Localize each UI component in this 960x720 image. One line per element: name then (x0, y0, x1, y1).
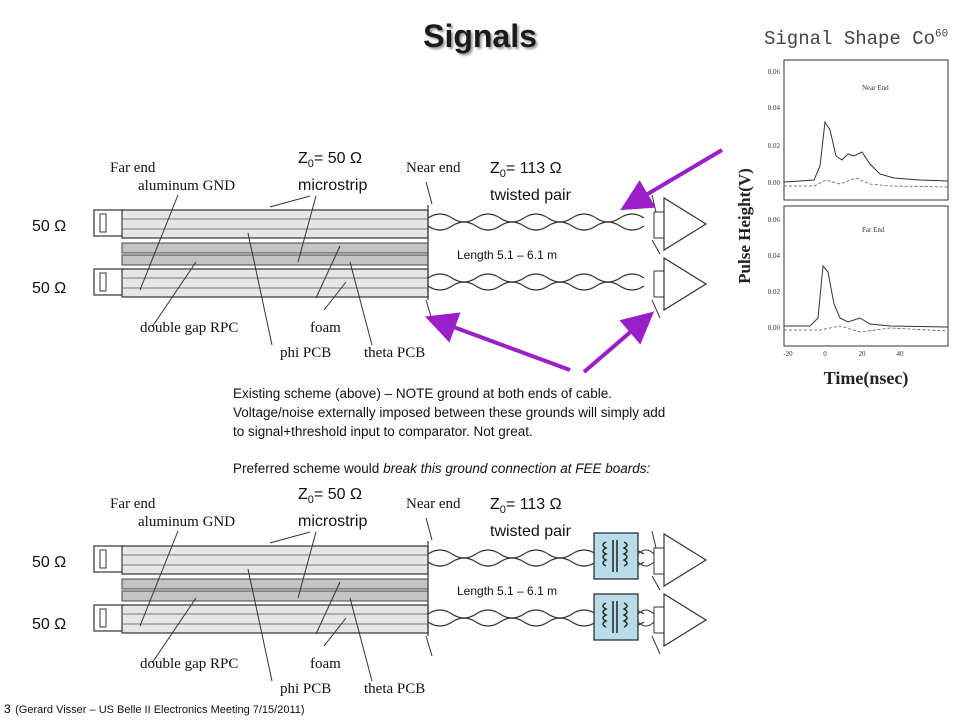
bottom-theta-pcb-label: theta PCB (364, 681, 426, 697)
plot-top-ytick-3: 0.00 (768, 179, 781, 187)
plot-bottom-ytick-3: 0.00 (768, 324, 781, 332)
plot-bottom-ytick-0: 0.06 (768, 216, 781, 224)
signal-shape-plot: Pulse Height(V) Near End 0.06 0.04 0.02 … (735, 59, 949, 389)
arrow-note-to-receiver-ground (582, 311, 655, 374)
arrow-plot-to-receiver (620, 148, 724, 211)
plot-xtick-0: -20 (783, 350, 793, 358)
bottom-term-50-upper: 50 Ω (32, 554, 67, 571)
top-term-50-upper: 50 Ω (32, 218, 67, 235)
note-line-1: Existing scheme (above) – NOTE ground at… (233, 386, 612, 401)
plot-near-end-label: Near End (862, 84, 889, 92)
top-phi-pcb-label: phi PCB (280, 345, 332, 361)
page-title: Signals (423, 18, 537, 54)
top-aluminum-gnd-label: aluminum GND (138, 178, 236, 194)
bottom-foam-label: foam (310, 656, 341, 672)
top-far-end-label: Far end (110, 160, 156, 176)
bottom-aluminum-gnd-label: aluminum GND (138, 514, 236, 530)
top-near-end-label: Near end (406, 160, 461, 176)
bottom-far-end-label: Far end (110, 496, 156, 512)
top-z-twisted: Z0= 113 Ω twisted pair (490, 160, 571, 205)
plot-far-end-label: Far End (862, 226, 885, 234)
top-z-microstrip: Z0= 50 Ω microstrip (298, 150, 368, 195)
plot-xlabel: Time(nsec) (824, 368, 909, 389)
plot-top-ytick-1: 0.04 (768, 104, 781, 112)
top-term-50-lower: 50 Ω (32, 280, 67, 297)
note-line-2: Voltage/noise externally imposed between… (233, 405, 666, 420)
plot-title: Signal Shape Co60 (764, 28, 949, 50)
bottom-phi-pcb-label: phi PCB (280, 681, 332, 697)
bottom-rpc-label: double gap RPC (140, 656, 239, 672)
bottom-z-twisted: Z0= 113 Ω twisted pair (490, 496, 571, 541)
page-number: 3 (4, 702, 11, 716)
footer-text: (Gerard Visser – US Belle II Electronics… (15, 704, 305, 716)
bottom-term-50-lower: 50 Ω (32, 616, 67, 633)
arrow-note-to-near-ground (424, 312, 571, 372)
note-text: Existing scheme (above) – NOTE ground at… (233, 384, 763, 478)
bottom-length-label: Length 5.1 – 6.1 m (457, 584, 558, 598)
top-foam-label: foam (310, 320, 341, 336)
bottom-z-microstrip: Z0= 50 Ω microstrip (298, 486, 368, 531)
plot-ylabel: Pulse Height(V) (735, 168, 754, 284)
top-theta-pcb-label: theta PCB (364, 345, 426, 361)
bottom-near-end-label: Near end (406, 496, 461, 512)
plot-bottom-ytick-2: 0.02 (768, 288, 781, 296)
plot-xtick-1: 0 (823, 350, 827, 358)
footer: 3 (Gerard Visser – US Belle II Electroni… (4, 700, 305, 718)
plot-xtick-3: 40 (897, 350, 905, 358)
note-line-3: to signal+threshold input to comparator.… (233, 424, 533, 439)
plot-top-ytick-0: 0.06 (768, 68, 781, 76)
plot-bottom-ytick-1: 0.04 (768, 252, 781, 260)
top-length-label: Length 5.1 – 6.1 m (457, 248, 558, 262)
plot-top-ytick-2: 0.02 (768, 142, 781, 150)
plot-xtick-2: 20 (859, 350, 867, 358)
note-line-4: Preferred scheme would break this ground… (233, 461, 651, 476)
top-rpc-label: double gap RPC (140, 320, 239, 336)
